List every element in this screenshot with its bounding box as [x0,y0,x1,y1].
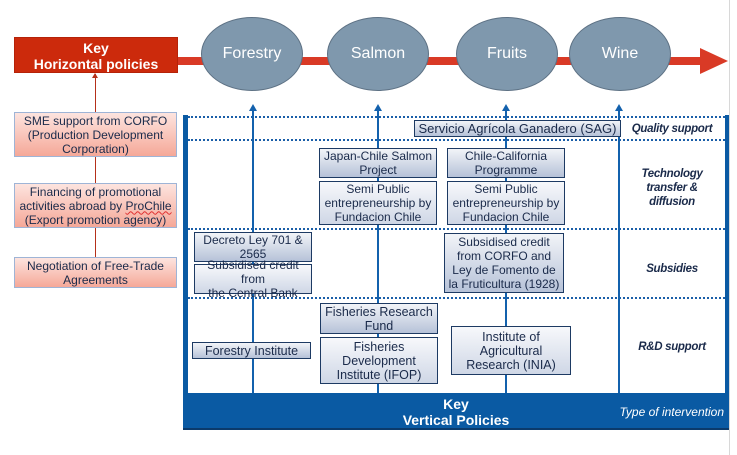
box-text: Decreto Ley 701 & [203,233,303,247]
type-of-intervention-label: Type of intervention [619,405,724,419]
policy-line: activities abroad by ProChile [19,198,172,213]
wine-vertical-line [618,108,620,393]
box-corfo-fruticultura: Subsidised credit from CORFO and Ley de … [444,233,564,293]
policy-prochile: Financing of promotional activities abro… [14,183,177,228]
fruits-arrow-icon [502,104,510,111]
box-text: the Central Bank [208,286,298,300]
salmon-vertical-line [377,108,379,393]
box-text: Ley de Fomento de [452,263,556,277]
sector-wine: Wine [569,17,671,91]
box-text: Subsidised credit from [207,258,299,286]
box-text: entrepreneurship by [324,196,432,210]
policy-line: Corporation) [62,141,129,156]
policy-line: Negotiation of Free-Trade [27,258,164,273]
sector-salmon: Salmon [327,17,429,91]
policy-sme-corfo: SME support from CORFO (Production Devel… [14,112,177,157]
box-text: Fundacion Chile [334,210,422,224]
box-text: Fundacion Chile [462,210,550,224]
label-line: Technology [641,168,703,180]
box-inia: Institute of Agricultural Research (INIA… [451,326,571,375]
timeline-arrow-head-icon [700,48,728,74]
box-forestry-institute: Forestry Institute [192,342,311,359]
key-vertical-line2: Vertical Policies [402,412,510,428]
policy-line: (Export promotion agency) [24,212,167,227]
label-subsidies: Subsidies [646,263,698,275]
box-text: Institute of [482,329,540,344]
box-text: Project [359,163,397,177]
label-line: diffusion [649,196,695,208]
key-horizontal-line2: Horizontal policies [33,56,159,72]
box-sag: Servicio Agrícola Ganadero (SAG) [414,120,621,137]
box-text: Fund [364,318,394,333]
wine-arrow-icon [615,104,623,111]
right-edge-divider [729,0,730,455]
box-text: Semi Public [346,182,410,196]
horizontal-connector-arrow-icon [92,73,98,78]
box-text: Fisheries [353,339,405,354]
policy-line: Agreements [63,272,128,287]
label-rd-support: R&D support [638,341,706,353]
policy-line: Financing of promotional [29,184,162,199]
box-text: Chile-California [464,149,548,163]
box-text: Agricultural [479,343,543,358]
sector-forestry: Forestry [201,17,303,91]
policy-line: (Production Development [27,127,164,142]
sector-fruits: Fruits [456,17,558,91]
salmon-arrow-icon [374,104,382,111]
row-divider [188,116,725,118]
policy-free-trade: Negotiation of Free-Trade Agreements [14,257,177,288]
box-text: Subsidised credit [458,235,550,249]
box-text: 2565 [239,247,267,261]
row-divider [188,228,725,230]
spellcheck-underline: ProChile [125,198,172,213]
box-japan-chile-salmon: Japan-Chile Salmon Project [319,148,437,178]
box-text: Japan-Chile Salmon [323,149,433,163]
box-text: Programme [474,163,538,177]
box-ifop: Fisheries Development Institute (IFOP) [320,337,438,384]
box-fisheries-research-fund: Fisheries Research Fund [320,303,438,334]
key-vertical-policies-bar [183,393,729,430]
sector-label: Fruits [487,45,527,62]
row-divider [188,297,725,299]
vertical-frame-right [725,115,729,430]
key-horizontal-policies: Key Horizontal policies [14,37,178,73]
box-text: la Fruticultura (1928) [448,277,560,291]
label-technology-transfer: Technology transfer & diffusion [620,167,724,209]
box-text: Development [342,353,416,368]
box-text: from CORFO and [456,249,552,263]
key-vertical-policies: Key Vertical Policies [183,396,729,428]
box-chile-california: Chile-California Programme [447,148,565,178]
label-line: transfer & [646,182,698,194]
box-central-bank: Subsidised credit from the Central Bank [194,258,312,300]
box-text: Research (INIA) [466,357,556,372]
horizontal-connector-line [95,74,96,257]
label-quality-support: Quality support [631,123,713,135]
sector-label: Salmon [350,45,406,62]
sector-label: Forestry [222,45,282,62]
box-decreto-ley: Decreto Ley 701 & 2565 [194,232,312,262]
row-divider [188,139,725,141]
vertical-frame-left [183,115,188,430]
key-vertical-line1: Key [443,396,469,412]
key-horizontal-line1: Key [83,40,109,56]
box-text: Semi Public [474,182,538,196]
box-text: Servicio Agrícola Ganadero (SAG) [418,120,617,136]
sector-label: Wine [601,45,639,62]
policy-line: SME support from CORFO [23,113,168,128]
box-text: Forestry Institute [204,343,299,358]
box-text: Fisheries Research [325,304,433,319]
box-semi-public-fruits: Semi Public entrepreneurship by Fundacio… [447,181,565,225]
box-text: Institute (IFOP) [336,367,422,382]
timeline-arrow-shaft [178,57,700,65]
box-text: entrepreneurship by [452,196,560,210]
forestry-arrow-icon [249,104,257,111]
box-semi-public-salmon: Semi Public entrepreneurship by Fundacio… [319,181,437,225]
